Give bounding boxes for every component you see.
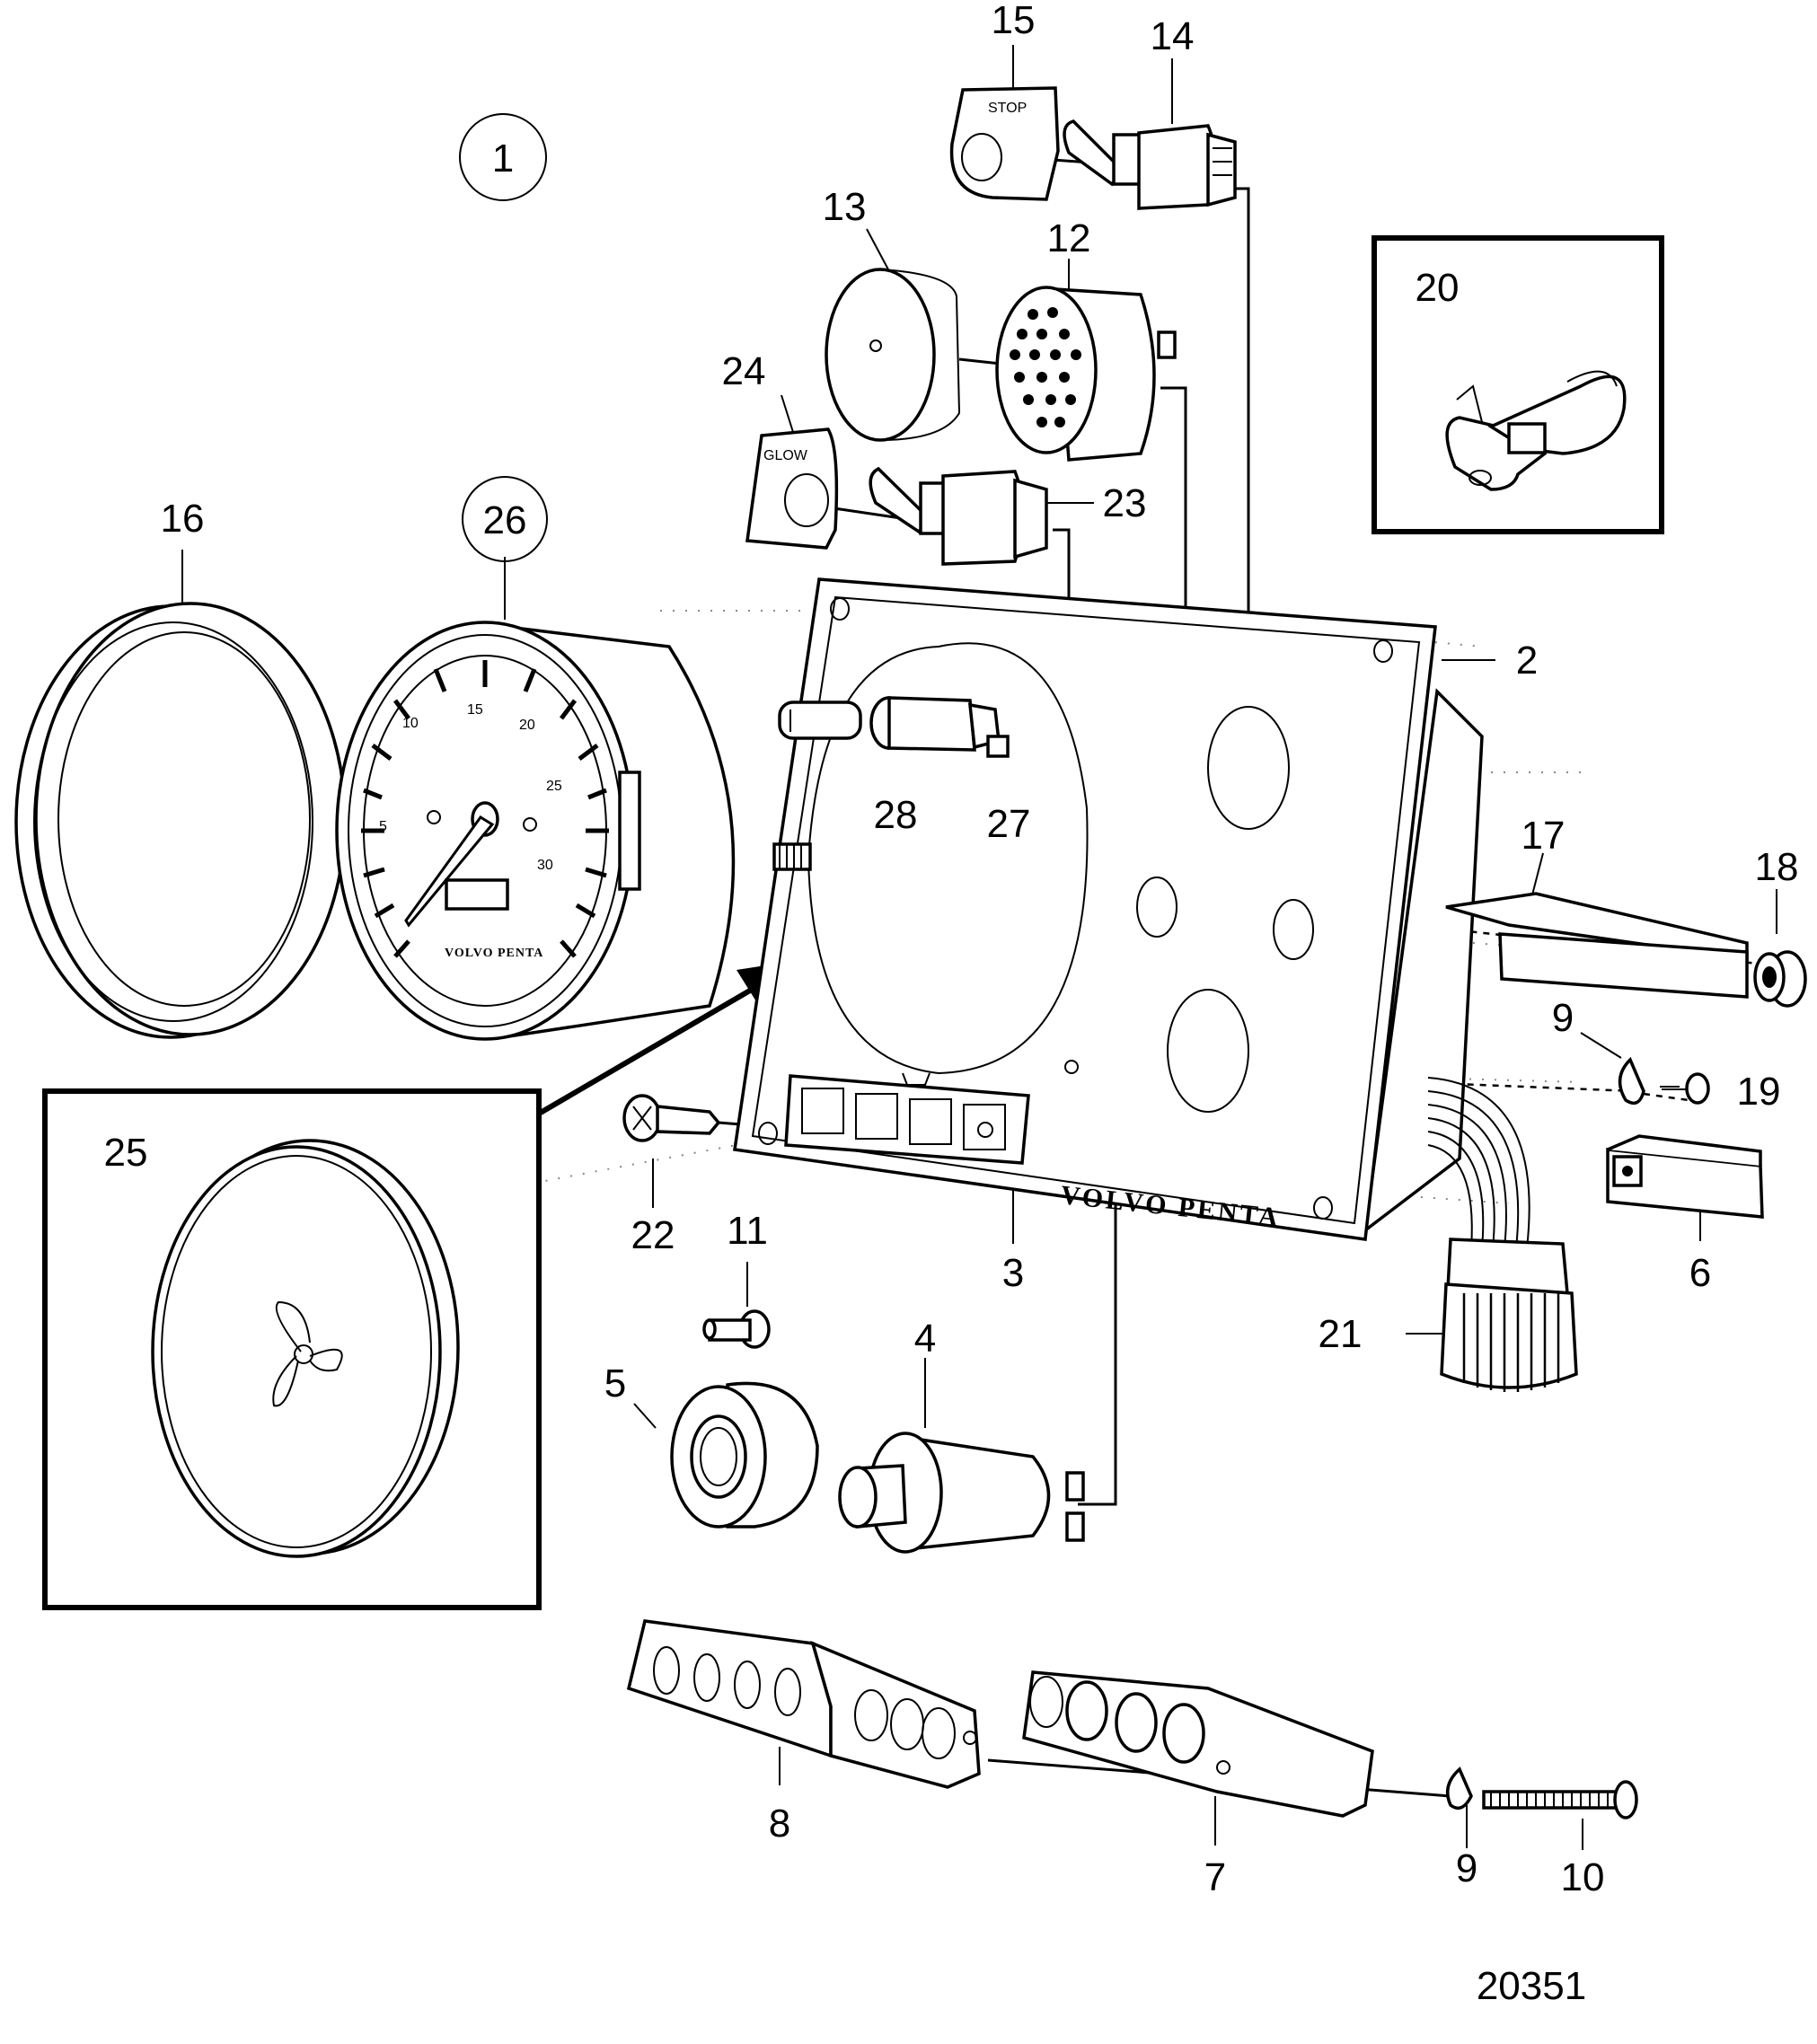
part-20-cable-clamp-detail [1372,235,1664,534]
callout-12: 12 [1047,216,1091,260]
callout-24: 24 [722,349,766,393]
gauge-brand: VOLVO PENTA [445,947,543,960]
callout-18: 18 [1755,845,1799,889]
callout-9-upper: 9 [1552,996,1574,1040]
part-16-bezel-ring [14,602,347,1039]
threaded-stud [772,842,812,871]
part-25-blank-cover-detail [42,1088,542,1610]
gauge-label-10: 10 [402,716,419,731]
part-10-bolt [1482,1780,1638,1819]
propeller-icon [272,1300,343,1407]
callout-25: 25 [104,1131,148,1175]
gauge-label-25: 25 [546,779,562,794]
gauge-label-15: 15 [467,702,483,718]
callout-1: 1 [492,137,514,181]
part-22-screw [622,1094,721,1142]
part-28-lamp-bulb [778,700,862,740]
callout-4: 4 [914,1317,936,1361]
callout-19: 19 [1737,1070,1781,1114]
gauge-label-5: 5 [379,819,387,834]
callout-7: 7 [1204,1855,1226,1899]
callout-17: 17 [1522,814,1566,858]
callout-21: 21 [1319,1312,1363,1356]
part-11-plug [702,1309,771,1349]
part-9-washer-lower [1445,1766,1473,1811]
callout-14: 14 [1151,14,1195,58]
callout-numbers: 1 2 3 4 5 6 7 8 9 9 10 11 12 13 14 15 16… [104,0,1799,1899]
figure-number: 20351 [1477,1964,1586,2008]
part-9-washer-upper [1618,1056,1645,1106]
part-15-stop-decal: STOP [949,86,1060,201]
part-26-tachometer: 10 15 20 5 25 30 VOLVO PENTA [335,621,736,1041]
callout-11: 11 [727,1209,768,1253]
callout-9-lower: 9 [1456,1846,1477,1890]
callout-13: 13 [823,185,867,229]
part-27-lamp-holder [869,696,1010,758]
tacho-ticks [361,660,609,958]
callout-10: 10 [1561,1855,1605,1899]
callout-28: 28 [874,793,918,837]
callout-8: 8 [769,1802,790,1846]
gauge-label-20: 20 [519,718,535,733]
glow-decal-text: GLOW [763,448,808,463]
part-13-cap [825,268,961,442]
callout-23: 23 [1103,481,1147,525]
callout-16: 16 [161,497,205,541]
callout-5: 5 [604,1361,626,1405]
part-8-mounting-bracket [626,1619,981,1789]
part-1-callout [459,113,547,201]
part-17-bracket [1445,892,1749,999]
part-5-knob [670,1381,819,1529]
part-24-glow-decal: GLOW [745,427,839,550]
gauge-label-30: 30 [537,858,553,873]
callout-26: 26 [483,498,527,542]
part-18-knurled-nut [1753,950,1807,1008]
stop-decal-text: STOP [988,101,1027,116]
part-12-buzzer [995,286,1177,462]
part-23-toggle-switch [869,466,1048,566]
callout-20: 20 [1416,266,1460,310]
part-21-wiring-harness [1427,1077,1578,1392]
part-6-fuse-block [1606,1134,1764,1219]
part-2-instrument-panel: VOLVO PENTA [733,577,1484,1241]
callout-3: 3 [1002,1251,1024,1295]
callout-15: 15 [992,0,1036,42]
callout-2: 2 [1516,639,1538,683]
callout-6: 6 [1689,1251,1711,1295]
part-14-toggle-switch [1063,119,1237,210]
part-4-push-button [838,1432,1085,1554]
callout-27: 27 [987,802,1031,846]
callout-22: 22 [631,1213,675,1257]
callout-26-circle: 26 [462,476,548,562]
part-7-mounting-bracket [1022,1670,1374,1818]
part-19-screw [1660,1072,1710,1105]
